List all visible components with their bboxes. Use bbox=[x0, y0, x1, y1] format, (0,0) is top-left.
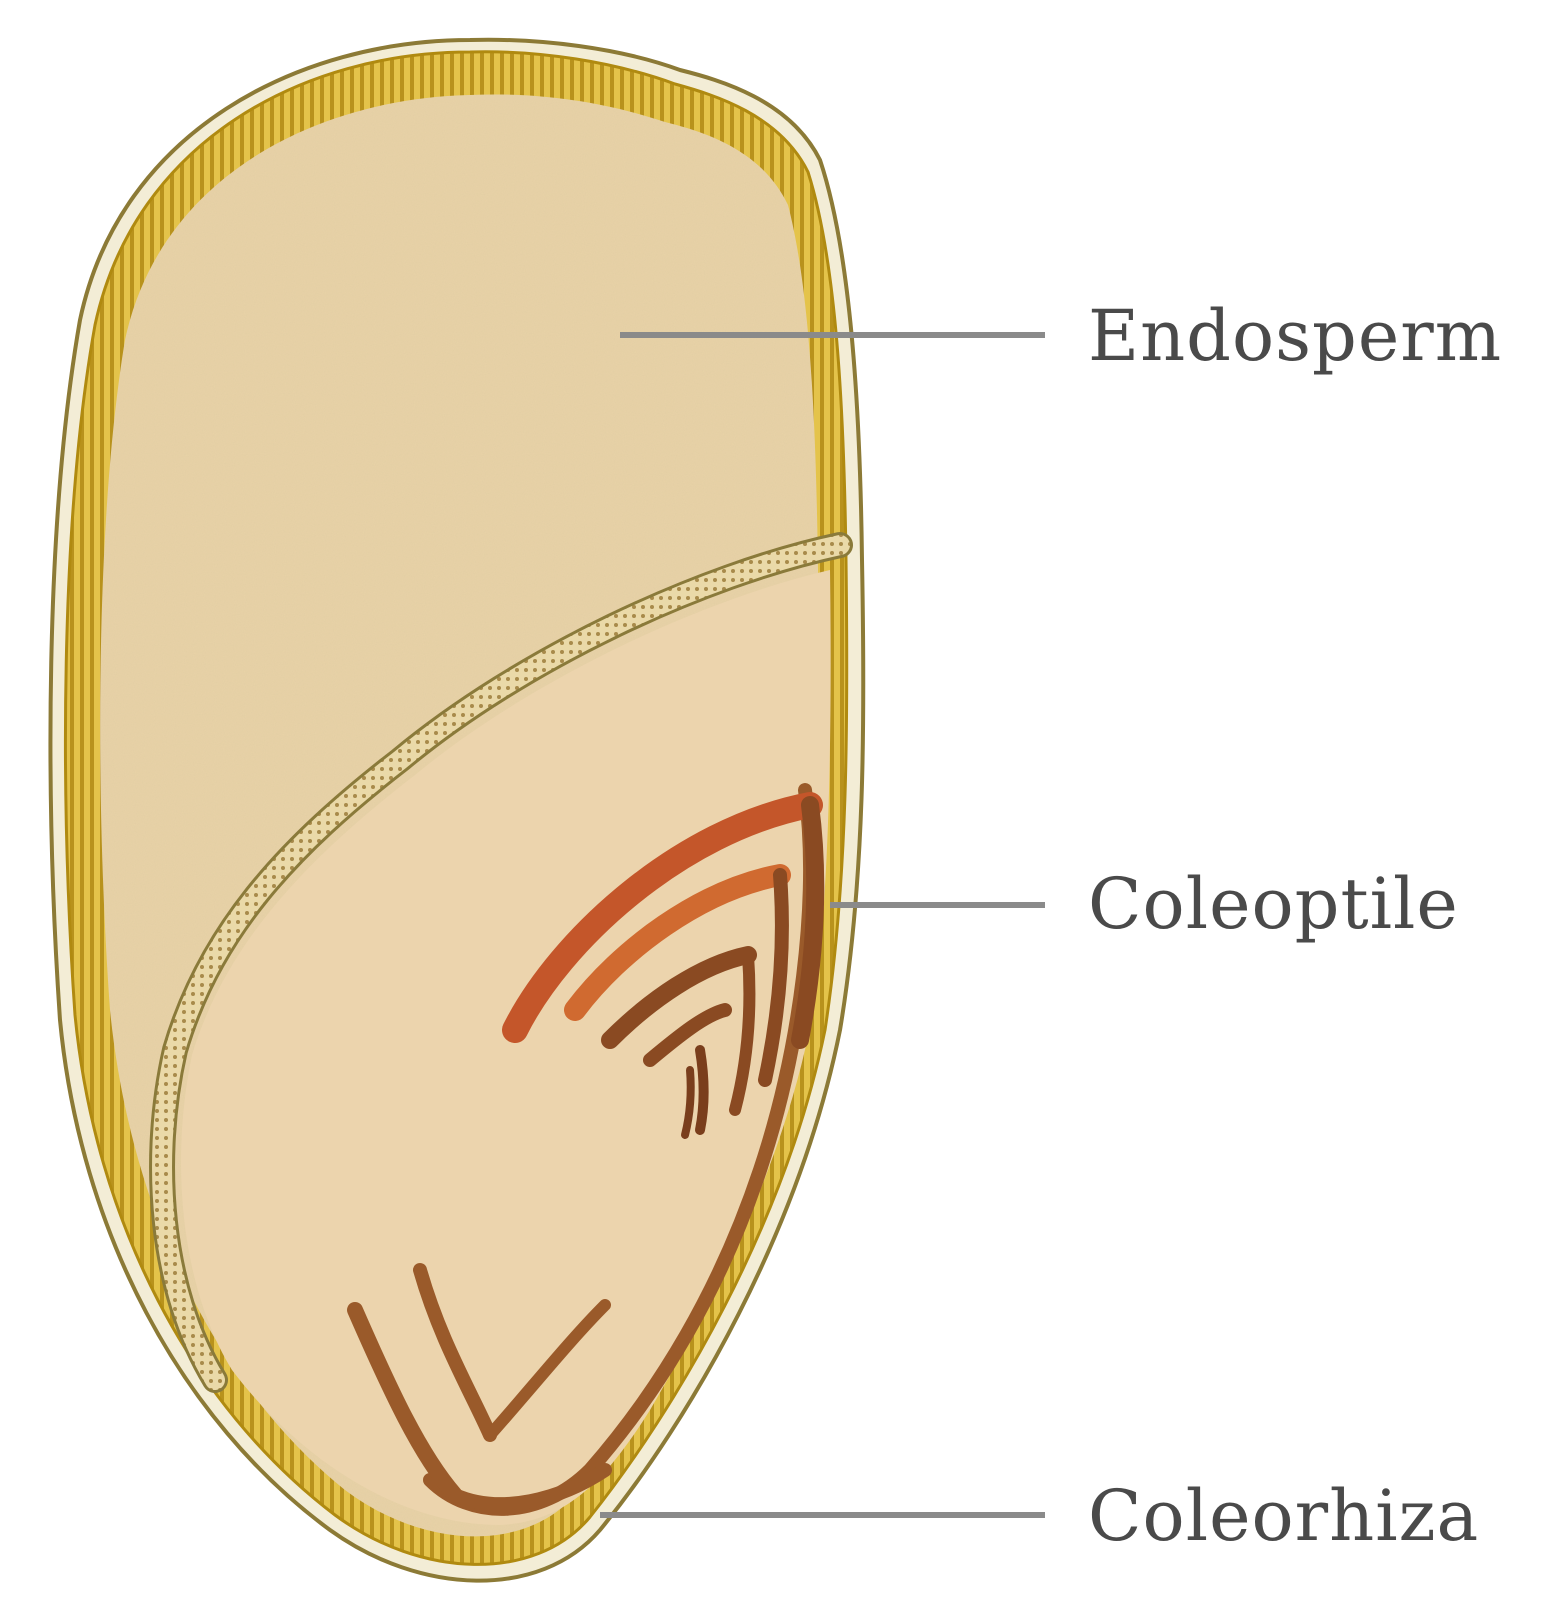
coleorhiza-label: Coleorhiza bbox=[1088, 1475, 1479, 1557]
coleoptile-label: Coleoptile bbox=[1088, 863, 1459, 945]
endosperm-label: Endosperm bbox=[1088, 295, 1502, 377]
